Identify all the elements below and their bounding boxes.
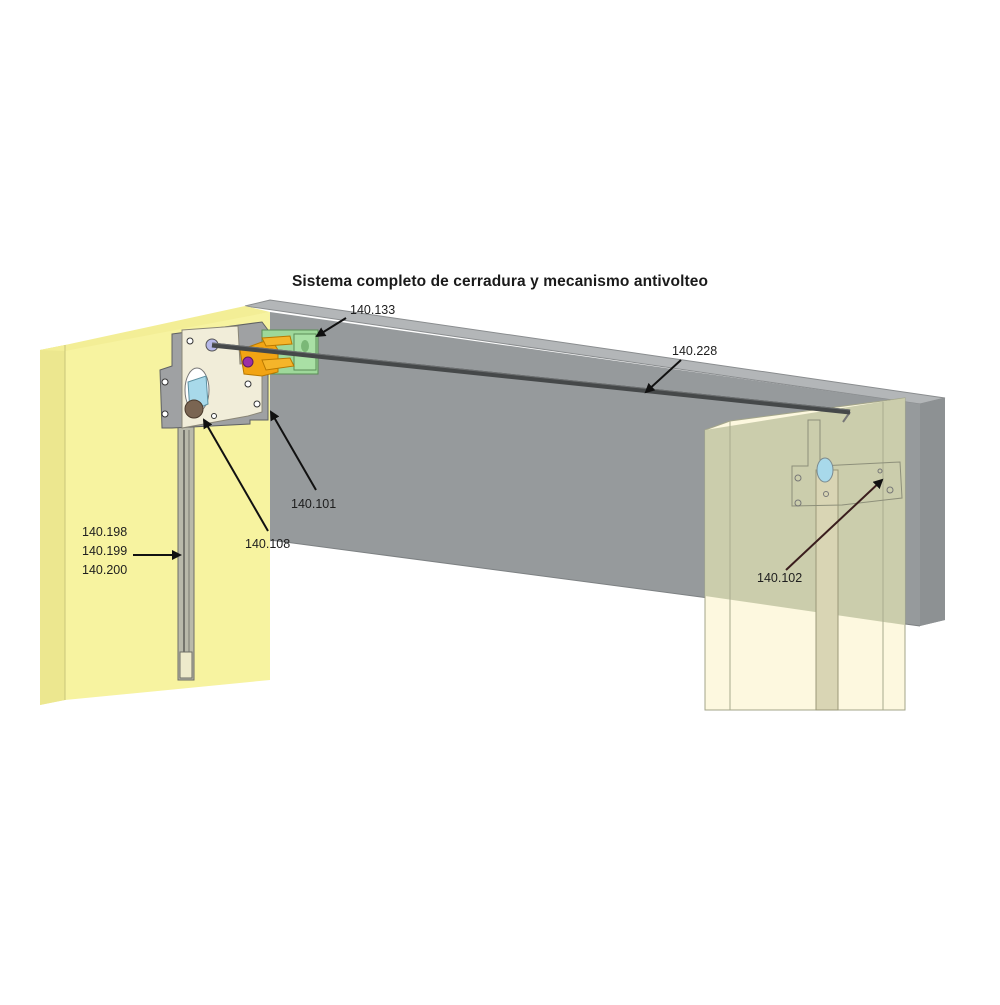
leader-lines <box>133 317 884 571</box>
label-140-199: 140.199 <box>82 544 128 558</box>
label-140-228: 140.228 <box>672 344 718 358</box>
label-140-108: 140.108 <box>245 537 291 551</box>
diagram-title: Sistema completo de cerradura y mecanism… <box>291 273 709 290</box>
label-140-200: 140.200 <box>82 563 128 577</box>
label-140-101: 140.101 <box>291 497 337 511</box>
label-140-102: 140.102 <box>757 571 803 585</box>
label-140-198: 140.198 <box>82 525 128 539</box>
right-door-panel <box>704 397 906 711</box>
connecting-rod <box>211 342 851 415</box>
label-140-133: 140.133 <box>350 303 396 317</box>
